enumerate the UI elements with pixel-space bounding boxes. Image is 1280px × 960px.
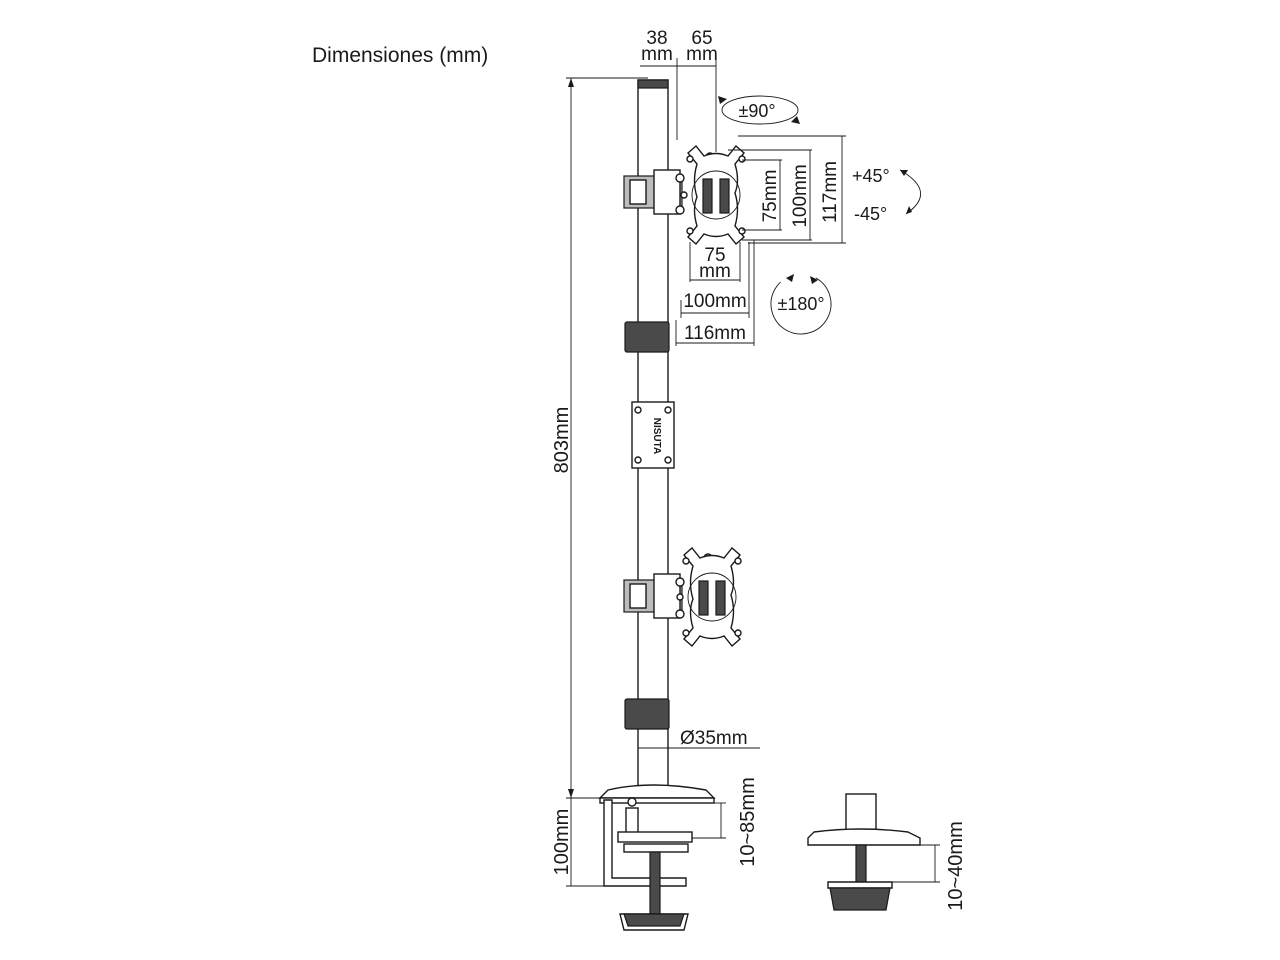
top-arm-assembly [623, 145, 746, 245]
offset-65-value: 65 [691, 28, 712, 49]
pole-height-dimension: 803mm [551, 77, 648, 799]
desk-clamp [598, 784, 716, 931]
vesa-h-75-unit: mm [699, 261, 731, 282]
vesa-horizontal-dimensions: 75 mm 100mm 116mm [675, 240, 755, 346]
bottom-arm-assembly [623, 547, 742, 647]
vesa-h-75-value: 75 [704, 245, 725, 266]
rotation-label: ±180° [777, 294, 824, 314]
offset-38-unit: mm [641, 44, 673, 65]
clamp-range-dimension: 10~85mm [692, 777, 759, 867]
clamp-range-label: 10~85mm [737, 777, 759, 867]
offset-65-unit: mm [686, 44, 718, 65]
vesa-v-100-label: 100mm [790, 164, 811, 227]
tilt-down-label: -45° [854, 204, 887, 224]
plate-v-117-label: 117mm [820, 161, 841, 223]
pole-diameter-label: Ø35mm [680, 728, 748, 749]
clamp-height-dimension: 100mm [551, 797, 604, 887]
arm-offset-dimension: 38 mm 65 mm [640, 28, 718, 152]
vesa-h-100-label: 100mm [683, 291, 746, 312]
vesa-vertical-dimensions: 75mm 100mm 117mm [728, 135, 846, 244]
clamp-height-label: 100mm [551, 809, 573, 876]
rotation-indicator: ±180° [770, 273, 832, 335]
lower-collar [624, 698, 670, 730]
upper-collar [624, 321, 670, 353]
swivel-label: ±90° [738, 101, 775, 121]
pole-height-label: 803mm [551, 407, 573, 474]
top-vesa-plate [680, 145, 746, 245]
grommet-range-dimension: 10~40mm [892, 821, 967, 911]
diagram-title: Dimensiones (mm) [312, 44, 488, 67]
brand-logo-text: NISUTA [651, 418, 662, 454]
brand-collar: NISUTA [631, 401, 675, 469]
tilt-indicator: +45° -45° [852, 166, 922, 224]
tilt-up-label: +45° [852, 166, 890, 186]
grommet-range-label: 10~40mm [945, 821, 967, 911]
offset-38-value: 38 [646, 28, 667, 49]
swivel-indicator: ±90° [718, 95, 800, 125]
grommet-mount [807, 793, 921, 911]
bottom-vesa-plate [676, 547, 742, 647]
plate-h-116-label: 116mm [684, 323, 746, 344]
pole-diameter-dimension: Ø35mm [638, 728, 760, 749]
vesa-v-75-label: 75mm [760, 170, 781, 223]
